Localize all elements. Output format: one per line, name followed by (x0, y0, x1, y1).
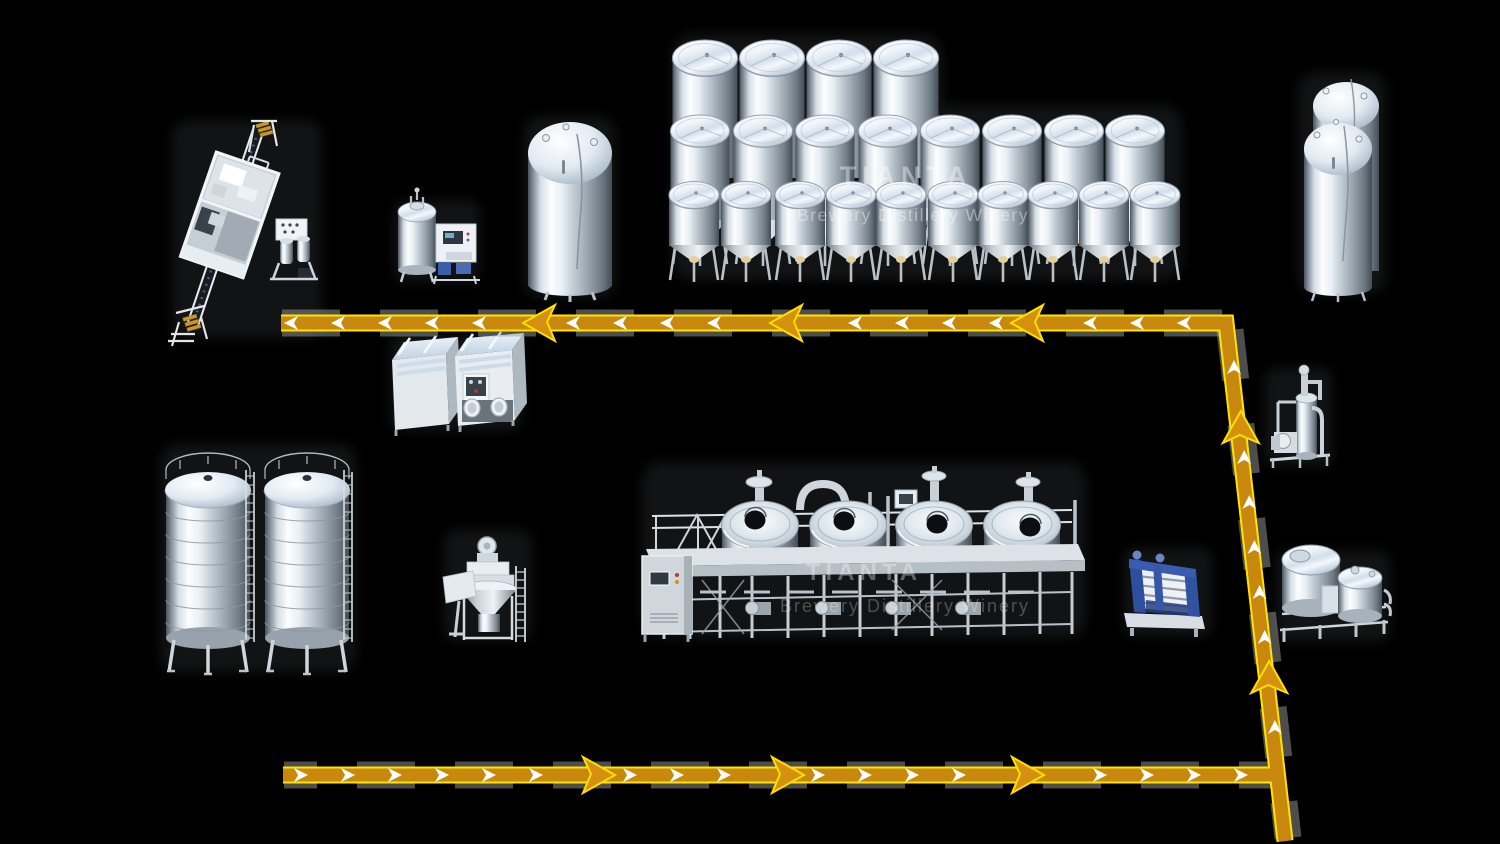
svg-text:Brewery Distillery Winery: Brewery Distillery Winery (797, 205, 1029, 225)
svg-text:TIANTA: TIANTA (840, 161, 973, 191)
svg-text:Brewery Distillery Winery: Brewery Distillery Winery (780, 596, 1030, 616)
svg-text:TIANTA: TIANTA (806, 559, 922, 586)
